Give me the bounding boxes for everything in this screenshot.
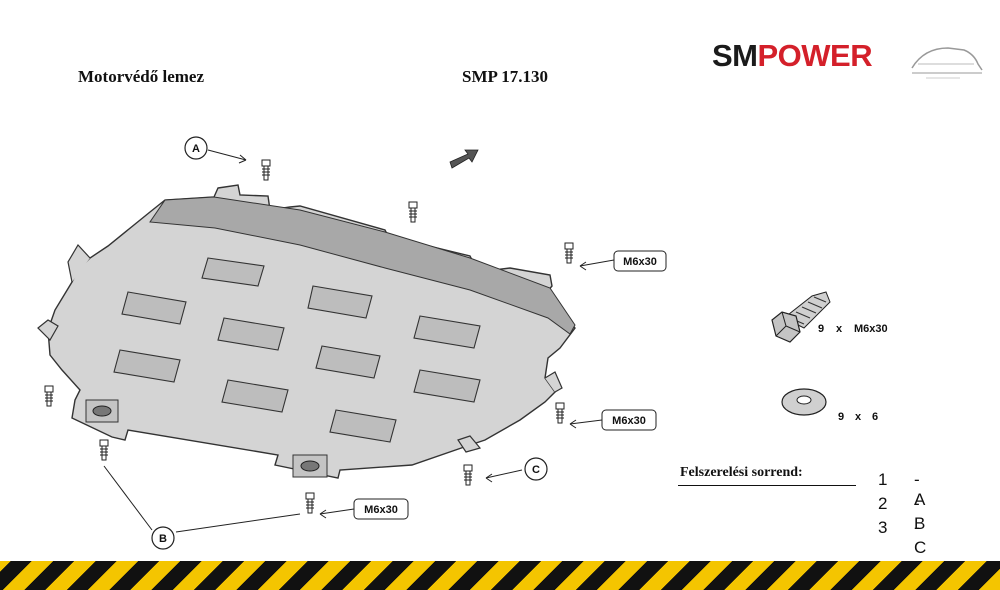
skid-plate	[37, 184, 576, 479]
page-title: Motorvédő lemez	[78, 67, 205, 86]
leader-lines	[103, 149, 615, 533]
washer-icon	[781, 388, 827, 416]
sequence-step-num: 1	[878, 470, 888, 489]
logo-part-power: POWER	[757, 38, 873, 73]
washer-qty: 9	[838, 411, 844, 423]
bolt-x: x	[836, 323, 843, 335]
callout-b: B	[151, 526, 175, 550]
bolt-size-box-3: M6x30	[353, 498, 409, 520]
callout-c: C	[524, 457, 548, 481]
washer-x: x	[855, 411, 862, 423]
bolt-spec: 9 x M6x30	[818, 323, 888, 335]
bolt-size-box-1: M6x30	[613, 250, 667, 272]
bolt-size-2: M6x30	[612, 415, 646, 427]
bolt-icon	[99, 439, 109, 461]
mount-boss-left	[85, 399, 119, 423]
sequence-step-label: - B	[914, 494, 926, 533]
washer-size: 6	[872, 411, 878, 423]
hazard-stripe	[0, 561, 1000, 590]
bolt-icon	[564, 242, 574, 264]
bolt-icon	[555, 402, 565, 424]
logo-car-icon	[911, 47, 983, 79]
bolt-size: M6x30	[854, 323, 888, 335]
sequence-step-num: 3	[878, 518, 888, 537]
washer-spec: 9 x 6	[838, 411, 878, 423]
bolt-size-box-2: M6x30	[601, 409, 657, 431]
callout-a-label: A	[192, 143, 200, 155]
sequence-step-label: - C	[914, 518, 927, 557]
bolt-icon	[261, 159, 271, 181]
bolt-size-1: M6x30	[623, 256, 657, 268]
sequence-divider	[678, 485, 856, 486]
plate-embossing	[113, 257, 481, 443]
bolt-size-3: M6x30	[364, 504, 398, 516]
callout-a: A	[184, 136, 208, 160]
brand-logo: SMPOWER	[712, 40, 984, 84]
hex-bolt-icon	[771, 291, 831, 343]
bolt-icon	[463, 464, 473, 486]
bolt-qty: 9	[818, 323, 824, 335]
part-code: SMP 17.130	[462, 67, 548, 86]
bolt-icon	[44, 385, 54, 407]
callout-b-label: B	[159, 533, 167, 545]
direction-arrow-icon	[449, 149, 479, 169]
sequence-title: Felszerelési sorrend:	[680, 465, 803, 480]
sequence-step-num: 2	[878, 494, 888, 513]
mount-boss-bottom	[292, 454, 328, 478]
logo-part-sm: SM	[712, 38, 758, 73]
bolt-icon	[305, 492, 315, 514]
bolt-icon	[408, 201, 418, 223]
sequence-step-label: - A	[914, 470, 926, 509]
callout-c-label: C	[532, 464, 540, 476]
bolt-icons	[44, 159, 574, 514]
